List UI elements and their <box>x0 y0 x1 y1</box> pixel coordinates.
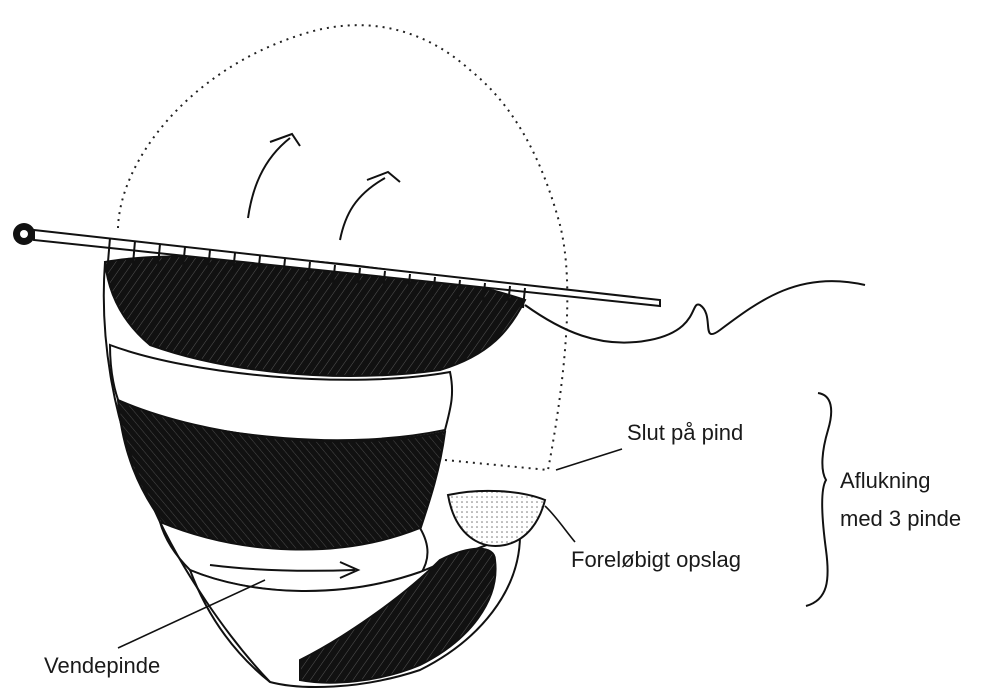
label-aflukning: Aflukning med 3 pinde <box>840 462 961 538</box>
direction-arrows <box>248 134 400 240</box>
label-aflukning-line1: Aflukning <box>840 462 961 500</box>
label-forelobigt-opslag: Foreløbigt opslag <box>571 547 741 573</box>
heel-body <box>104 256 545 687</box>
provisional-cast-on-patch <box>448 491 545 546</box>
label-vendepinde: Vendepinde <box>44 653 160 679</box>
aflukning-brace <box>806 393 831 606</box>
label-slut-pa-pind: Slut på pind <box>627 420 743 446</box>
dotted-outline-bottom <box>445 460 548 470</box>
label-aflukning-line2: med 3 pinde <box>840 500 961 538</box>
